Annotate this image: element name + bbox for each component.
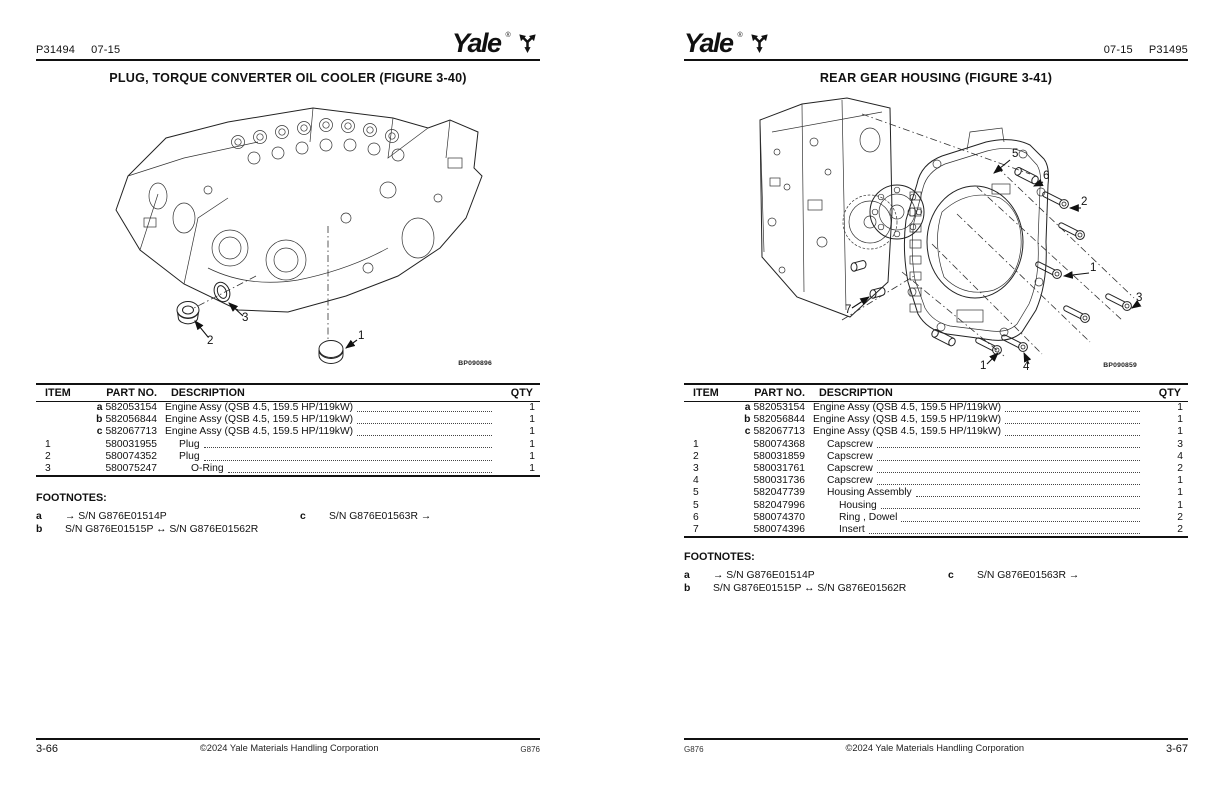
- left-header-rule: [36, 59, 540, 62]
- table-row: 5 582047996 Housing 1: [693, 499, 1183, 511]
- right-table-header: ITEM PART NO. DESCRIPTION QTY: [684, 385, 1188, 402]
- right-callout-3: 3: [1136, 292, 1143, 304]
- right-callout-1b: 1: [980, 360, 987, 372]
- yale-logo: Yale®: [452, 28, 539, 58]
- left-publication-code: G876: [520, 745, 540, 755]
- right-doc-code: P31495: [1148, 44, 1188, 56]
- right-figure-code: BP090859: [1103, 362, 1137, 369]
- page-right: Yale® 07-15 P31495 REAR GEAR HOUSING (FIG…: [612, 0, 1224, 792]
- right-callout-2: 2: [1081, 196, 1088, 208]
- registered-mark: ®: [737, 32, 743, 39]
- registered-mark: ®: [505, 32, 511, 39]
- left-figure-code: BP090896: [458, 360, 492, 367]
- right-callout-5: 5: [1012, 148, 1019, 160]
- table-row: 1 580031955 Plug 1: [45, 438, 535, 450]
- left-table-header: ITEM PART NO. DESCRIPTION QTY: [36, 385, 540, 402]
- left-callout-2: 2: [207, 335, 214, 347]
- right-date-code: 07-15: [1103, 44, 1133, 56]
- page-left: P31494 07-15 Yale® PLUG, TORQUE CONVERTER…: [36, 28, 540, 755]
- right-header-codes: 07-15 P31495: [684, 44, 1188, 56]
- right-callout-4: 4: [1023, 361, 1030, 373]
- left-header-codes: P31494 07-15: [36, 44, 120, 56]
- left-callout-1: 1: [358, 330, 365, 342]
- right-callout-7: 7: [845, 304, 852, 316]
- right-callout-6: 6: [1043, 170, 1050, 182]
- footnotes-label: FOOTNOTES:: [684, 551, 755, 563]
- footnote-a: a→ S/N G876E01514P: [684, 570, 815, 581]
- right-publication-code: G876: [684, 745, 704, 755]
- copyright-text: ©2024 Yale Materials Handling Corporatio…: [845, 743, 1025, 754]
- right-header-rule: [684, 59, 1188, 62]
- left-page-number: 3-66: [36, 743, 59, 756]
- table-row: 1 580074368 Capscrew 3: [693, 438, 1183, 450]
- table-row: 3 580031761 Capscrew 2: [693, 463, 1183, 475]
- left-footer: 3-66 ©2024 Yale Materials Handling Corpo…: [36, 738, 540, 755]
- left-callout-3: 3: [242, 312, 249, 324]
- left-page-title: PLUG, TORQUE CONVERTER OIL COOLER (FIGUR…: [109, 71, 467, 85]
- table-row: 2 580031859 Capscrew 4: [693, 450, 1183, 462]
- left-doc-code: P31494: [36, 44, 76, 56]
- table-row: 3 580075247 O-Ring 1: [45, 463, 535, 475]
- yale-logo-text: Yale: [684, 28, 734, 58]
- copyright-text: ©2024 Yale Materials Handling Corporatio…: [199, 743, 379, 754]
- right-page-title: REAR GEAR HOUSING (FIGURE 3-41): [819, 71, 1053, 85]
- rear-gear-housing-diagram: [742, 92, 1142, 377]
- table-row: 4 580031736 Capscrew 1: [693, 475, 1183, 487]
- table-row: 7 580074396 Insert 2: [693, 524, 1183, 536]
- table-row: 5 582047739 Housing Assembly 1: [693, 487, 1183, 499]
- yale-tri-arrow-icon: [519, 34, 536, 54]
- right-footer-rule: [684, 738, 1188, 741]
- torque-converter-plug-diagram: [88, 98, 508, 373]
- left-date-code: 07-15: [91, 44, 121, 56]
- table-row: 6 580074370 Ring , Dowel 2: [693, 511, 1183, 523]
- yale-tri-arrow-icon: [751, 34, 768, 54]
- footnotes-label: FOOTNOTES:: [36, 492, 107, 504]
- table-row: 2 580074352 Plug 1: [45, 450, 535, 462]
- yale-logo: Yale®: [684, 28, 771, 58]
- right-footer: G876 ©2024 Yale Materials Handling Corpo…: [684, 738, 1188, 755]
- right-callout-1: 1: [1090, 262, 1097, 274]
- right-page-number: 3-67: [1165, 743, 1188, 756]
- left-footer-rule: [36, 738, 540, 741]
- yale-logo-text: Yale: [452, 28, 502, 58]
- footnote-a: a→ S/N G876E01514P: [36, 511, 167, 522]
